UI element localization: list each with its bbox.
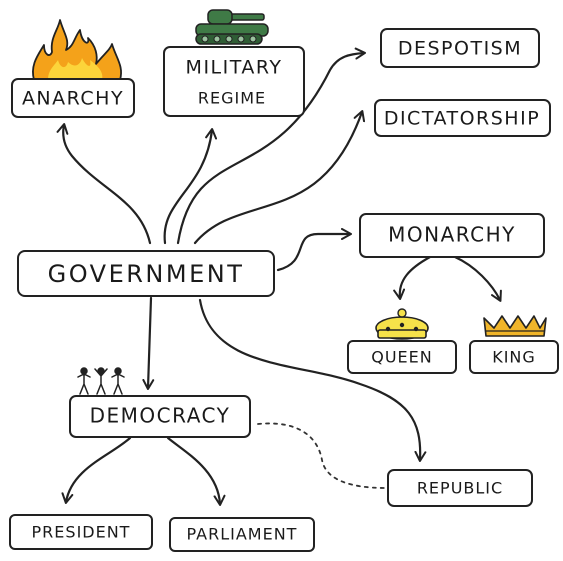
king-crown-icon [483,315,547,337]
node-anarchy: ANARCHY [11,78,135,118]
queen-crown-icon [375,308,429,340]
arrow-to-president [61,436,132,504]
node-king-label: KING [492,348,536,367]
arrow-to-republic [198,298,427,462]
arrow-to-anarchy [56,123,152,245]
people-icon [77,367,125,395]
arrow-to-queen [393,255,432,300]
node-king: KING [469,340,559,374]
arrow-to-despotism [176,47,366,245]
arrow-to-parliament [166,436,226,506]
node-government: GOVERNMENT [17,250,275,297]
node-military-label-line1: MILITARY [186,57,283,79]
fire-icon [32,19,122,81]
node-parliament-label: PARLIAMENT [187,525,298,544]
tank-icon [195,9,269,45]
node-republic-label: REPUBLIC [417,479,503,498]
arrow-to-monarchy [276,228,352,272]
node-democracy-label: DEMOCRACY [90,404,231,428]
node-president: PRESIDENT [9,514,153,550]
node-democracy: DEMOCRACY [69,395,251,438]
node-government-label: GOVERNMENT [48,260,245,288]
node-parliament: PARLIAMENT [169,517,315,552]
node-queen: QUEEN [347,340,457,374]
node-monarchy-label: MONARCHY [388,223,516,247]
arrow-to-military [163,128,218,245]
node-dictatorship: DICTATORSHIP [374,99,551,137]
arrow-to-king [453,255,502,302]
node-queen-label: QUEEN [371,348,433,367]
arrow-to-democracy [142,296,155,390]
node-despotism-label: DESPOTISM [398,38,522,60]
arrow-to-dictatorship [193,110,366,245]
node-monarchy: MONARCHY [359,213,545,258]
node-military-regime: MILITARY REGIME [163,46,305,117]
dotted-link-democracy-republic [257,422,387,489]
node-despotism: DESPOTISM [380,28,540,68]
node-dictatorship-label: DICTATORSHIP [384,108,540,130]
node-republic: REPUBLIC [387,469,533,507]
node-military-label-line2: REGIME [198,89,266,108]
node-president-label: PRESIDENT [32,523,131,542]
node-anarchy-label: ANARCHY [22,88,124,110]
